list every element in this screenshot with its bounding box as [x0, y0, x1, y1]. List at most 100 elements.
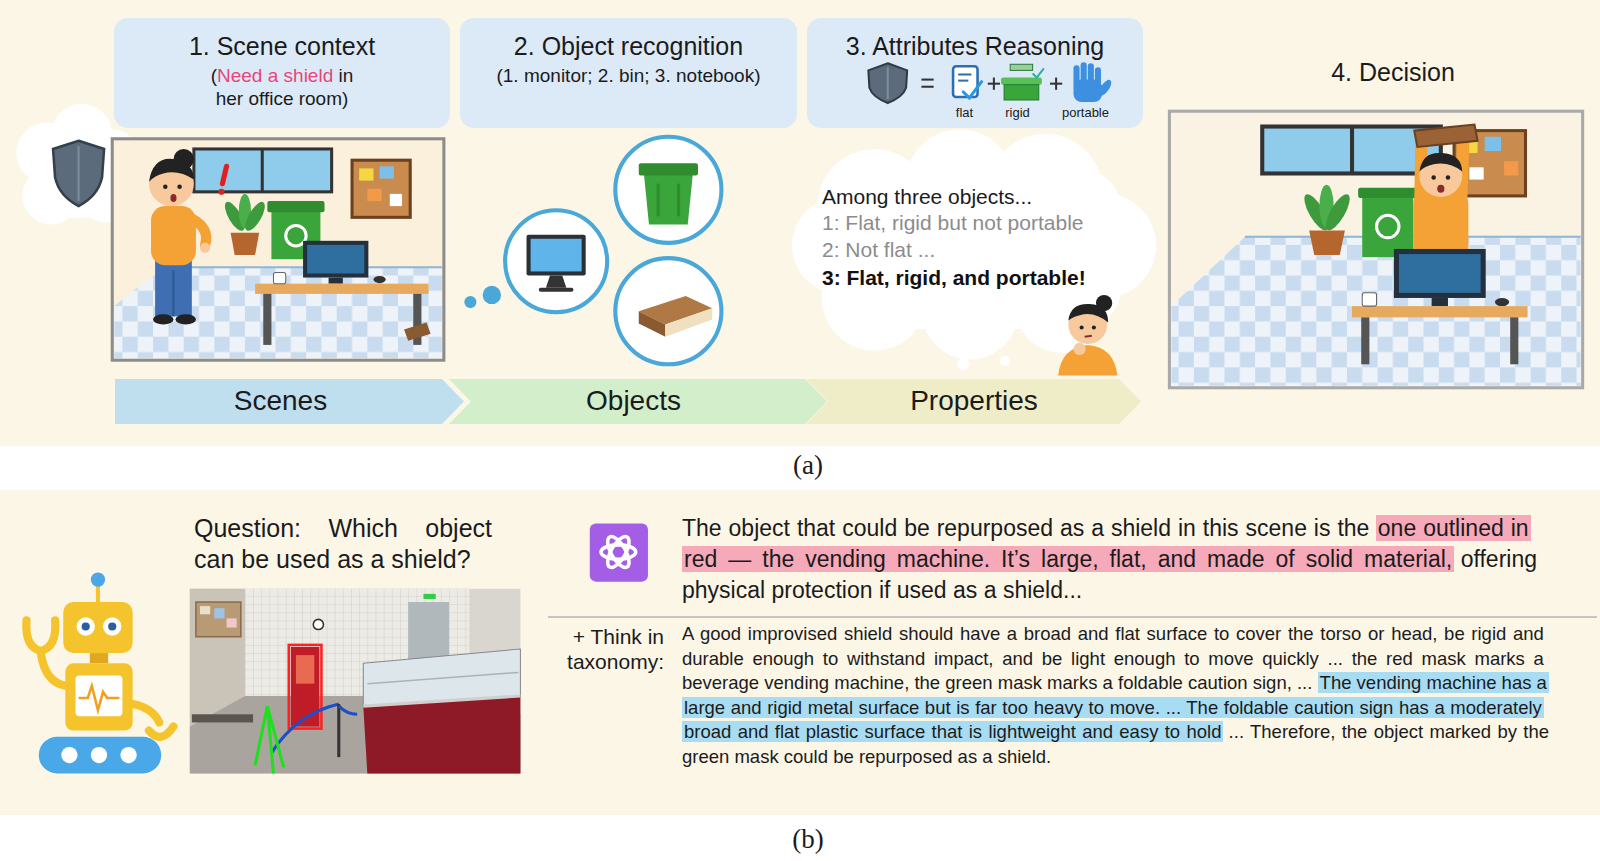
cafeteria-photo — [267, 706, 273, 773]
decision-scene — [1446, 175, 1450, 179]
office-scene — [177, 184, 181, 188]
stage-band: Properties — [806, 379, 1141, 424]
icon-label: portable — [1052, 105, 1119, 121]
object-circles — [639, 311, 666, 337]
text-slot: 1: Flat, rigid but not portable — [822, 210, 1084, 235]
robot-figure — [26, 572, 173, 773]
office-scene — [404, 322, 431, 340]
equals-sign — [921, 79, 933, 81]
office-scene — [267, 201, 324, 212]
cloud-trail — [1000, 356, 1010, 366]
hand-icon — [1081, 62, 1087, 86]
shield-icon — [887, 67, 889, 99]
panel-caption: (a) — [767, 449, 849, 481]
stage-box-shape — [807, 18, 1143, 128]
decision-scene — [1432, 298, 1448, 306]
object-circles — [615, 258, 721, 364]
office-scene — [218, 189, 224, 195]
stage-band: Scenes — [115, 379, 464, 424]
robot-figure — [108, 622, 116, 630]
text-slot: portable — [1052, 105, 1119, 121]
cafeteria-photo — [423, 594, 435, 599]
cafeteria-photo — [339, 706, 357, 714]
object-circles — [505, 210, 607, 312]
office-scene — [273, 272, 285, 283]
icon-label: rigid — [992, 105, 1043, 121]
decision-scene — [1394, 249, 1486, 298]
label-slot: 4. Decision — [1291, 57, 1495, 87]
answer-text: The object that could be repurposed as a… — [682, 515, 1369, 541]
office-scene — [194, 149, 332, 192]
box-heading: 3. Attributes Reasoning — [806, 31, 1144, 61]
object-circles — [464, 137, 721, 365]
stage-box: 2. Object recognition (1. monitor; 2. bin… — [459, 17, 798, 129]
decision-scene — [1377, 215, 1399, 237]
stage-band-shape — [115, 379, 464, 424]
object-circles — [546, 276, 566, 288]
hand-icon — [1088, 63, 1094, 86]
text-slot: 2. Object recognition — [459, 31, 798, 61]
icon-label: flat — [939, 105, 990, 121]
equals-sign — [921, 80, 933, 87]
thought-line: 2: Not flat ... — [822, 237, 935, 262]
panel-caption: (b) — [767, 823, 849, 855]
cafeteria-photo — [363, 696, 520, 706]
cafeteria-photo — [271, 704, 338, 753]
office-scene — [307, 245, 364, 274]
stage-box-shape — [114, 18, 450, 128]
panel-background — [0, 0, 1600, 815]
flat-icon — [963, 82, 981, 98]
decision-scene — [1437, 185, 1444, 193]
decision-scene — [1169, 111, 1582, 388]
cafeteria-photo — [227, 618, 237, 627]
robot-figure — [77, 617, 95, 635]
office-scene — [163, 266, 442, 268]
decision-scene — [1399, 254, 1481, 293]
robot-figure — [90, 653, 108, 663]
decision-scene — [1171, 237, 1580, 386]
rigid-icon — [1033, 68, 1044, 77]
box-body: (1. monitor; 2. bin; 3. notebook) — [463, 65, 794, 88]
object-circles — [531, 239, 582, 272]
shield-icon — [868, 63, 907, 103]
robot-figure — [96, 586, 100, 604]
office-scene — [380, 166, 394, 178]
text-slot: Among three objects... — [822, 184, 1032, 209]
office-scene — [149, 159, 194, 182]
robot-figure — [120, 747, 136, 763]
chatgpt-logo — [590, 523, 648, 581]
decision-scene — [1309, 231, 1345, 255]
office-scene — [112, 139, 444, 360]
cafeteria-photo — [291, 647, 320, 727]
text-slot: 3. Attributes Reasoning — [806, 31, 1144, 61]
decision-scene — [1361, 317, 1369, 364]
robot-figure — [91, 747, 107, 763]
cafeteria-photo — [363, 696, 520, 774]
object-circles — [483, 286, 501, 304]
thought-line: 3: Flat, rigid, and portable! — [822, 265, 1086, 290]
decision-scene — [1504, 161, 1518, 175]
stage-band: Objects — [449, 379, 827, 424]
decision-scene — [1362, 293, 1376, 306]
office-scene — [255, 284, 428, 294]
robot-figure — [103, 617, 121, 635]
robot-figure — [41, 653, 65, 686]
panel-background — [0, 0, 1600, 446]
office-scene — [176, 314, 196, 324]
cafeteria-photo — [296, 655, 314, 684]
separator-line — [548, 616, 1597, 618]
equals-sign — [921, 86, 933, 88]
label-slot: (a) — [767, 449, 849, 481]
object-circles — [539, 288, 574, 292]
thinking-girl — [1080, 326, 1084, 330]
prompt-label: + Think in taxonomy: — [552, 624, 664, 674]
cafeteria-photo — [190, 589, 521, 774]
cafeteria-photo — [289, 645, 322, 729]
cloud-trail — [957, 358, 969, 370]
decision-scene — [1352, 306, 1528, 317]
office-scene — [192, 218, 206, 245]
cafeteria-photo — [363, 649, 520, 706]
text-slot: 1. Scene context — [113, 31, 451, 61]
rigid-icon — [1001, 64, 1044, 100]
cafeteria-photo — [313, 619, 323, 629]
